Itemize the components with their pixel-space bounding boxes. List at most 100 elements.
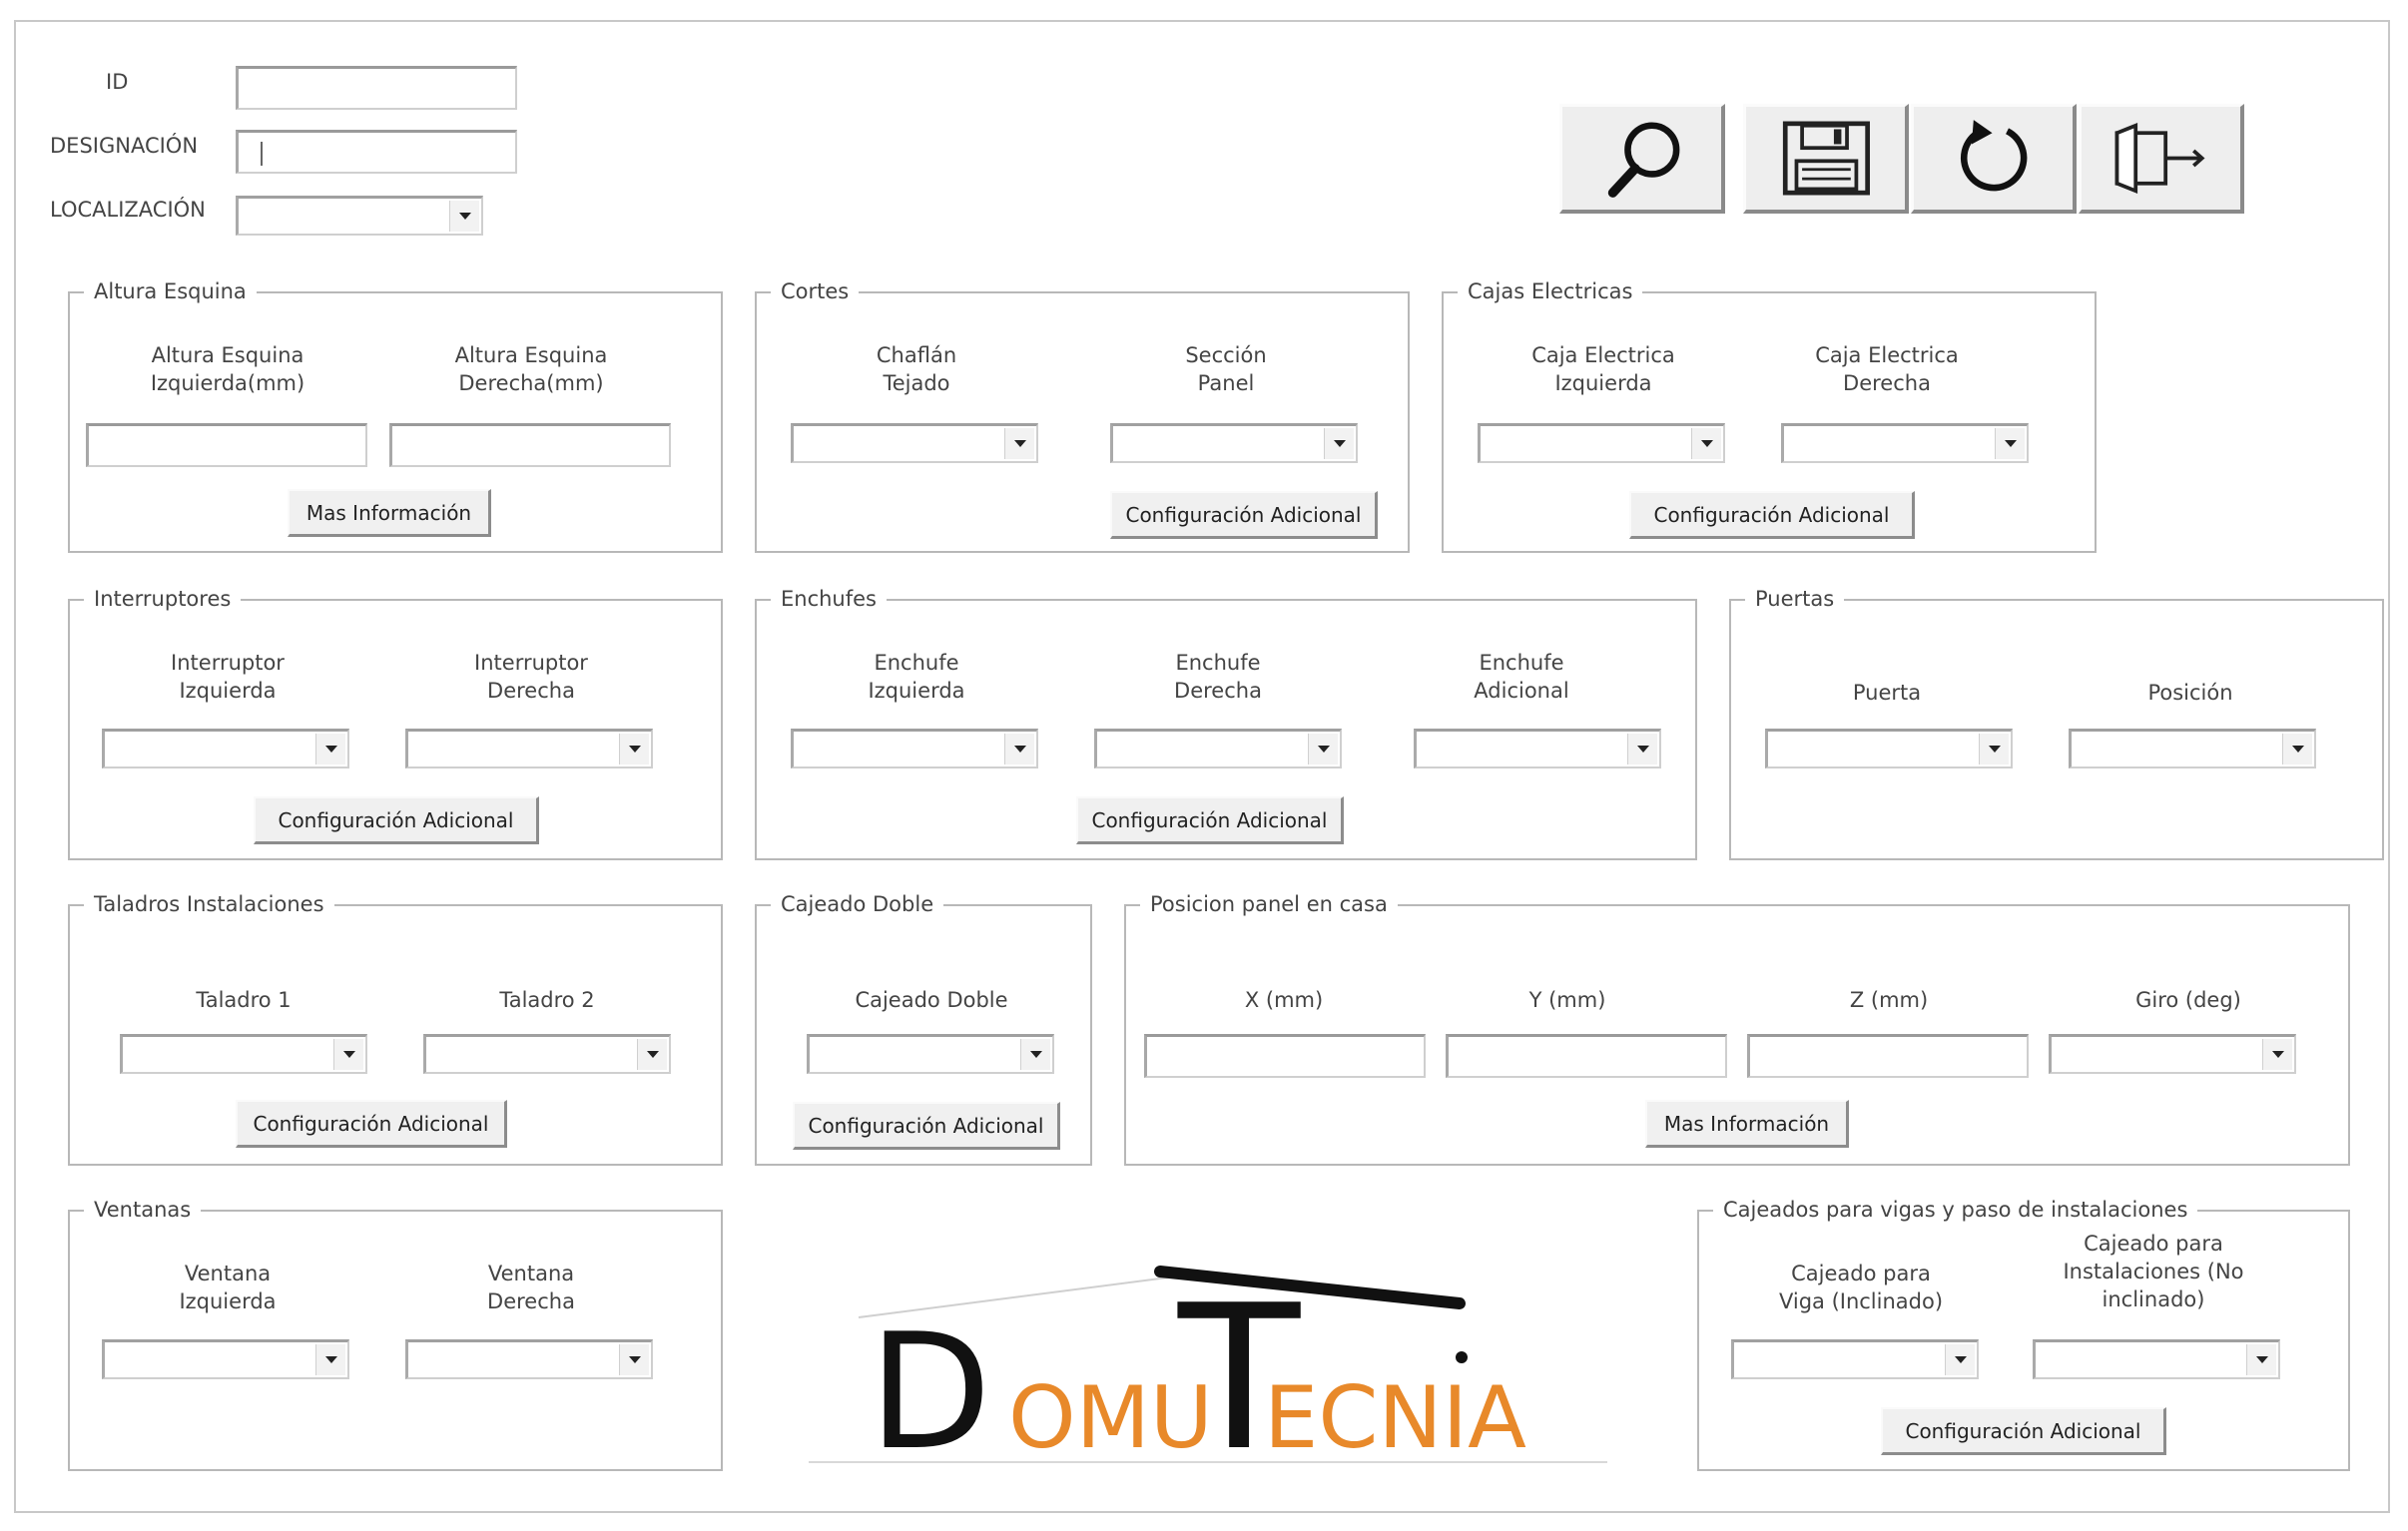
taladro-1-select[interactable] <box>120 1034 367 1074</box>
enchufe-izquierda-select[interactable] <box>791 729 1038 768</box>
localizacion-select[interactable] <box>236 196 483 236</box>
puertas-group: Puertas <box>1729 586 2384 860</box>
chevron-down-icon[interactable] <box>1004 734 1034 765</box>
seccion-panel-select[interactable] <box>1110 423 1358 463</box>
designacion-input[interactable] <box>236 130 517 174</box>
domutecnia-logo: D OMU T ECNIA <box>809 1263 1607 1477</box>
cajeado-doble-group: Cajeado Doble <box>755 891 1092 1166</box>
interruptores-configuracion-button[interactable]: Configuración Adicional <box>254 796 539 844</box>
cortes-configuracion-button[interactable]: Configuración Adicional <box>1110 491 1378 539</box>
cajeado-doble-select[interactable] <box>807 1034 1054 1074</box>
refresh-icon <box>1961 120 2028 192</box>
floppy-disk-icon <box>1782 121 1870 196</box>
cajeado-instalaciones-select[interactable] <box>2033 1339 2280 1379</box>
giro-deg-label: Giro (deg) <box>2135 988 2241 1012</box>
localizacion-label: LOCALIZACIÓN <box>50 198 206 222</box>
chevron-down-icon[interactable] <box>619 1344 649 1375</box>
chevron-down-icon[interactable] <box>2262 1039 2292 1070</box>
altura-izquierda-input[interactable] <box>86 423 367 467</box>
chevron-down-icon[interactable] <box>1691 428 1721 459</box>
caja-izquierda-select[interactable] <box>1478 423 1725 463</box>
enchufe-derecha-select[interactable] <box>1094 729 1342 768</box>
enchufe-izquierda-label: Enchufe Izquierda <box>868 651 965 703</box>
chevron-down-icon[interactable] <box>315 734 345 765</box>
x-mm-input[interactable] <box>1144 1034 1426 1078</box>
interruptor-derecha-label: Interruptor Derecha <box>474 651 588 703</box>
altura-mas-informacion-button[interactable]: Mas Información <box>288 489 491 537</box>
altura-derecha-input[interactable] <box>389 423 671 467</box>
ventanas-title: Ventanas <box>84 1197 202 1223</box>
chevron-down-icon[interactable] <box>637 1039 667 1070</box>
cajeados-vigas-title: Cajeados para vigas y paso de instalacio… <box>1713 1197 2198 1223</box>
posicion-mas-informacion-button[interactable]: Mas Información <box>1645 1100 1849 1148</box>
y-mm-input[interactable] <box>1446 1034 1727 1078</box>
y-mm-label: Y (mm) <box>1528 988 1606 1012</box>
exit-button[interactable] <box>2079 104 2244 214</box>
altura-esquina-title: Altura Esquina <box>84 278 257 304</box>
posicion-panel-group: Posicion panel en casa <box>1124 891 2350 1166</box>
chevron-down-icon[interactable] <box>1324 428 1354 459</box>
posicion-select[interactable] <box>2069 729 2316 768</box>
taladros-configuracion-button[interactable]: Configuración Adicional <box>236 1100 507 1148</box>
enchufe-adicional-select[interactable] <box>1414 729 1661 768</box>
cajas-configuracion-button[interactable]: Configuración Adicional <box>1629 491 1915 539</box>
chevron-down-icon[interactable] <box>1020 1039 1050 1070</box>
designacion-label: DESIGNACIÓN <box>50 134 199 158</box>
enchufe-adicional-label: Enchufe Adicional <box>1474 651 1569 703</box>
chevron-down-icon[interactable] <box>2246 1344 2276 1375</box>
cajeado-doble-title: Cajeado Doble <box>771 891 944 917</box>
cajeado-doble-configuracion-button[interactable]: Configuración Adicional <box>793 1102 1060 1150</box>
ventana-izquierda-select[interactable] <box>102 1339 349 1379</box>
chevron-down-icon[interactable] <box>619 734 649 765</box>
taladros-group: Taladros Instalaciones <box>68 891 723 1166</box>
interruptor-izquierda-label: Interruptor Izquierda <box>171 651 285 703</box>
ventana-derecha-label: Ventana Derecha <box>487 1262 575 1313</box>
logo-letter-d: D <box>869 1298 991 1477</box>
logo-text-ecnia: ECNIA <box>1264 1368 1526 1468</box>
taladro-2-label: Taladro 2 <box>499 988 595 1012</box>
taladro-2-select[interactable] <box>423 1034 671 1074</box>
caja-derecha-label: Caja Electrica Derecha <box>1815 343 1959 395</box>
chevron-down-icon[interactable] <box>1308 734 1338 765</box>
ventana-derecha-select[interactable] <box>405 1339 653 1379</box>
save-button[interactable] <box>1743 104 1909 214</box>
id-label: ID <box>106 70 129 94</box>
enchufes-title: Enchufes <box>771 586 887 612</box>
caja-derecha-select[interactable] <box>1781 423 2029 463</box>
ventanas-group: Ventanas <box>68 1197 723 1471</box>
enchufe-derecha-label: Enchufe Derecha <box>1174 651 1262 703</box>
chevron-down-icon[interactable] <box>2282 734 2312 765</box>
search-button[interactable] <box>1559 104 1725 214</box>
chaflan-tejado-select[interactable] <box>791 423 1038 463</box>
cajas-electricas-title: Cajas Electricas <box>1458 278 1643 304</box>
seccion-panel-label: Sección Panel <box>1185 343 1267 395</box>
taladro-1-label: Taladro 1 <box>196 988 292 1012</box>
chevron-down-icon[interactable] <box>1945 1344 1975 1375</box>
chevron-down-icon[interactable] <box>315 1344 345 1375</box>
enchufes-configuracion-button[interactable]: Configuración Adicional <box>1076 796 1344 844</box>
chevron-down-icon[interactable] <box>333 1039 363 1070</box>
posicion-label: Posición <box>2147 681 2233 705</box>
chevron-down-icon[interactable] <box>1995 428 2025 459</box>
cortes-group: Cortes <box>755 278 1410 553</box>
chaflan-tejado-label: Chaflán Tejado <box>876 343 957 395</box>
puerta-select[interactable] <box>1765 729 2013 768</box>
puertas-title: Puertas <box>1745 586 1845 612</box>
z-mm-input[interactable] <box>1747 1034 2029 1078</box>
cajeados-configuracion-button[interactable]: Configuración Adicional <box>1881 1407 2166 1455</box>
chevron-down-icon[interactable] <box>1627 734 1657 765</box>
interruptor-izquierda-select[interactable] <box>102 729 349 768</box>
chevron-down-icon[interactable] <box>1979 734 2009 765</box>
cortes-title: Cortes <box>771 278 860 304</box>
id-input[interactable] <box>236 66 517 110</box>
chevron-down-icon[interactable] <box>449 201 479 232</box>
posicion-panel-title: Posicion panel en casa <box>1140 891 1398 917</box>
refresh-button[interactable] <box>1911 104 2077 214</box>
cajas-electricas-group: Cajas Electricas <box>1442 278 2097 553</box>
chevron-down-icon[interactable] <box>1004 428 1034 459</box>
interruptor-derecha-select[interactable] <box>405 729 653 768</box>
interruptores-title: Interruptores <box>84 586 242 612</box>
giro-deg-select[interactable] <box>2049 1034 2296 1074</box>
cajeado-viga-select[interactable] <box>1731 1339 1979 1379</box>
altura-derecha-label: Altura Esquina Derecha(mm) <box>454 343 608 395</box>
